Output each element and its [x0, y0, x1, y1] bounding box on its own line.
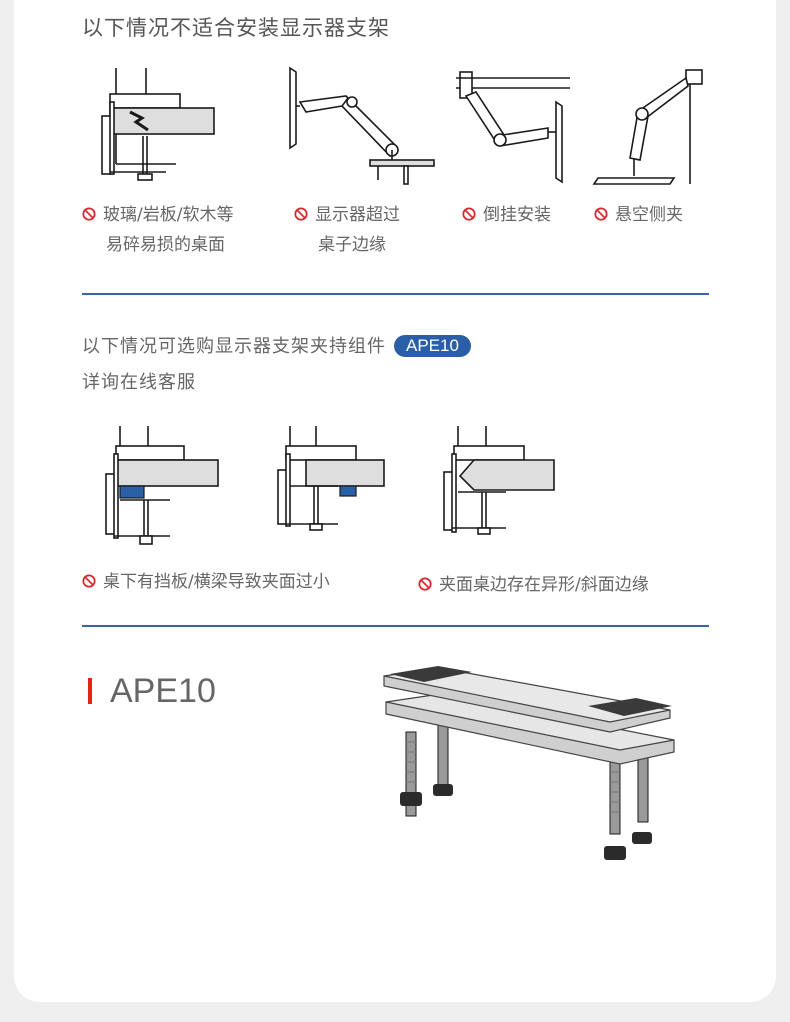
- model-badge: APE10: [394, 335, 471, 357]
- warning-inverted: 倒挂安装: [462, 200, 551, 230]
- warning-baffle: 桌下有挡板/横梁导致夹面过小: [82, 567, 330, 597]
- warning-text-line1: 显示器超过: [315, 205, 400, 225]
- prohibited-icon: [418, 577, 432, 591]
- illustration-inverted: [456, 71, 570, 184]
- warning-text-line1: 桌下有挡板/横梁导致夹面过小: [103, 572, 330, 592]
- section2-title: 以下情况可选购显示器支架夹持组件 APE10: [82, 332, 471, 358]
- warning-text-line2: 易碎易损的桌面: [106, 235, 225, 255]
- warning-text-line1: 悬空侧夹: [615, 205, 683, 225]
- illustration-fragile-desk: [101, 68, 215, 181]
- warning-irregular-edge: 夹面桌边存在异形/斜面边缘: [418, 570, 649, 600]
- prohibited-icon: [82, 207, 96, 221]
- section-divider: [82, 625, 709, 627]
- prohibited-icon: [82, 574, 96, 588]
- warning-text-line1: 玻璃/岩板/软木等: [103, 205, 234, 225]
- warning-text-line2: 桌子边缘: [318, 235, 386, 255]
- section-divider: [82, 293, 709, 295]
- section1-title: 以下情况不适合安装显示器支架: [82, 16, 390, 40]
- product-image-ape10: [383, 666, 675, 860]
- product-title: APE10: [88, 672, 216, 711]
- prohibited-icon: [294, 207, 308, 221]
- warning-fragile: 玻璃/岩板/软木等 易碎易损的桌面: [82, 200, 233, 260]
- warning-text-line1: 夹面桌边存在异形/斜面边缘: [439, 575, 649, 595]
- illustration-overhang: [289, 66, 435, 185]
- section2-subtitle: 详询在线客服: [82, 372, 196, 393]
- warning-overhang: 显示器超过 桌子边缘: [294, 200, 400, 260]
- warning-side-clamp: 悬空侧夹: [594, 200, 683, 230]
- illustration-irregular-edge: [443, 426, 555, 535]
- section2-title-text: 以下情况可选购显示器支架夹持组件: [82, 336, 386, 357]
- product-name: APE10: [110, 672, 216, 710]
- accent-bar: [88, 678, 92, 704]
- prohibited-icon: [594, 207, 608, 221]
- prohibited-icon: [462, 207, 476, 221]
- illustration-baffle-1: [105, 426, 219, 545]
- warning-text-line1: 倒挂安装: [483, 205, 551, 225]
- illustration-baffle-2: [277, 426, 385, 531]
- illustration-side-clamp: [592, 69, 703, 185]
